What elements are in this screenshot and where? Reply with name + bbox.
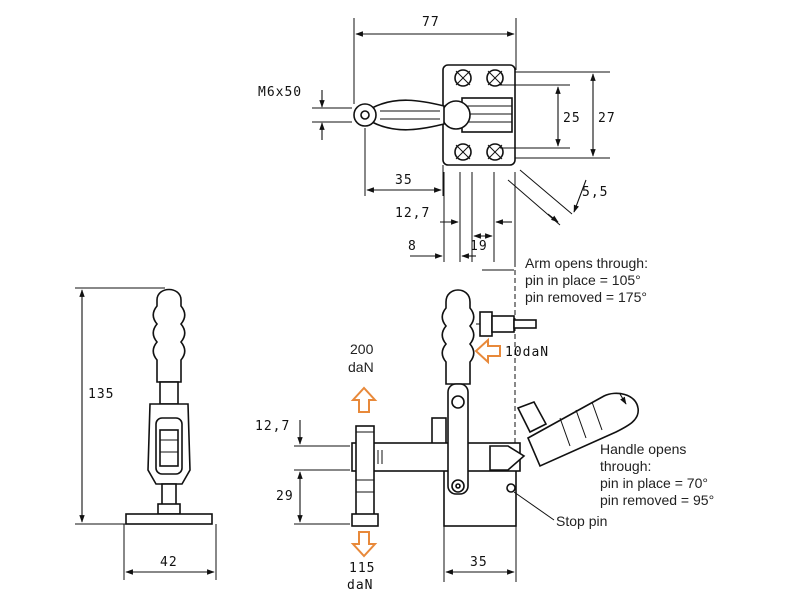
spindle-head-top xyxy=(353,103,377,127)
force-label-10: 10daN xyxy=(505,345,549,360)
mounting-holes xyxy=(454,69,504,161)
mounting-hole xyxy=(486,69,504,87)
force-unit-115: daN xyxy=(347,578,373,593)
pin-shaft xyxy=(513,319,537,329)
top-view: 77 M6x50 xyxy=(258,15,616,271)
handle-grip-front xyxy=(152,288,186,383)
mounting-hole xyxy=(454,143,472,161)
dim-label-135: 135 xyxy=(88,387,114,402)
pin-block xyxy=(479,311,493,337)
handle-opens-line1: Handle opens xyxy=(600,441,686,457)
dim-label-27: 27 xyxy=(598,111,616,126)
force-unit-200: daN xyxy=(348,359,374,375)
base-plate-front xyxy=(125,513,213,525)
handle-opens-line4: pin removed = 95° xyxy=(600,492,714,508)
dimension-arrow xyxy=(573,179,587,213)
dim-label-35: 35 xyxy=(395,173,413,188)
clamp-arm-top xyxy=(371,99,445,131)
front-view: 135 42 xyxy=(75,287,217,580)
handle-open-link xyxy=(516,401,548,434)
handle-open-position xyxy=(516,392,639,468)
handle-pivot xyxy=(451,395,465,409)
handle-opens-line2: through: xyxy=(600,458,651,474)
dim-label-8: 8 xyxy=(408,239,417,254)
arm-end-block xyxy=(489,445,526,471)
handle-grip-side xyxy=(441,289,475,385)
dim-label-12-7: 12,7 xyxy=(395,206,430,221)
pivot-top xyxy=(441,100,471,130)
force-arrow-left xyxy=(474,337,501,365)
dimension-arrow xyxy=(619,393,627,405)
handle-opens-line3: pin in place = 70° xyxy=(600,475,708,491)
handle-stem-front xyxy=(159,381,179,405)
clamp-body-top xyxy=(461,97,513,133)
stop-pin xyxy=(506,483,516,493)
side-view: 12,7 29 35 200 daN 115 daN 10daN xyxy=(255,262,639,593)
spindle-tip-front xyxy=(157,503,181,515)
dim-label-m6x50: M6x50 xyxy=(258,85,302,100)
force-label-200: 200 xyxy=(350,341,374,357)
dim-label-12-7-side: 12,7 xyxy=(255,419,290,434)
force-arrow-up xyxy=(350,386,378,413)
link-pivot xyxy=(451,479,465,493)
force-arrow-down xyxy=(350,531,378,558)
spindle-side xyxy=(355,425,375,517)
spindle-nut-front xyxy=(159,429,179,467)
mounting-hole xyxy=(486,143,504,161)
handle-lever-side xyxy=(447,383,469,495)
dim-label-42: 42 xyxy=(160,555,178,570)
force-label-115: 115 xyxy=(349,561,375,576)
dimension-arrow xyxy=(547,213,559,223)
stop-pin-leader xyxy=(513,491,555,521)
dim-label-29: 29 xyxy=(276,489,294,504)
support-block xyxy=(431,417,447,447)
dim-label-25: 25 xyxy=(563,111,581,126)
dim-label-77: 77 xyxy=(422,15,440,30)
arm-opens-line3: pin removed = 175° xyxy=(525,289,647,305)
annotations: Arm opens through: pin in place = 105° p… xyxy=(525,255,714,529)
dim-label-35-side: 35 xyxy=(470,555,488,570)
arm-opens-line2: pin in place = 105° xyxy=(525,272,641,288)
dim-label-19: 19 xyxy=(470,239,488,254)
dim-label-5-5: 5,5 xyxy=(582,185,608,200)
spindle-hole xyxy=(360,110,370,120)
pin-body xyxy=(491,315,515,333)
stop-pin-label: Stop pin xyxy=(556,513,607,529)
spindle-pad-side xyxy=(351,513,379,527)
arm-opens-line1: Arm opens through: xyxy=(525,255,648,271)
mounting-hole xyxy=(454,69,472,87)
